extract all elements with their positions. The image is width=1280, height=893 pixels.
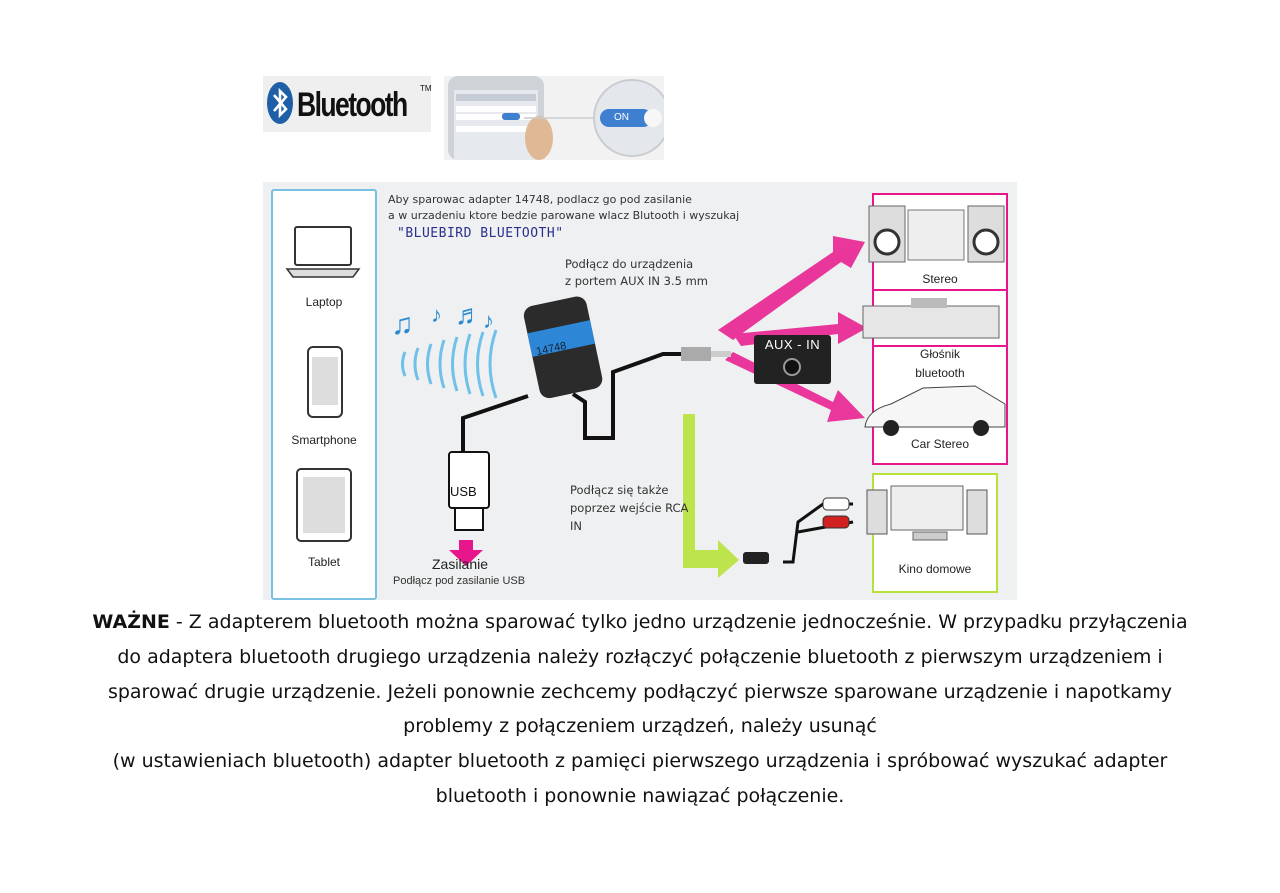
power-label: Zasilanie [432,556,489,572]
svg-text:♪: ♪ [483,308,494,333]
bluetooth-wordmark: Bluetooth [297,86,408,124]
svg-text:♬: ♬ [455,299,483,330]
output-label-speaker-2: bluetooth [915,366,965,380]
notice-line-1-text: - Z adapterem bluetooth można sparować t… [169,611,1188,633]
svg-text:♪: ♪ [431,302,442,327]
output-label-car-stereo: Car Stereo [910,437,970,451]
svg-text:♫: ♫ [391,308,414,341]
notice-line-1: WAŻNE - Z adapterem bluetooth można spar… [55,605,1225,640]
output-label-speaker: Głośnik [919,347,960,361]
rca-line-2: poprzez wejście RCA [570,501,689,515]
intro-line-2: a w urzadeniu ktore bedzie parowane wlac… [388,209,740,222]
usb-label: USB [450,484,477,499]
notice-line-4: problemy z połączeniem urządzeń, należy … [403,715,877,738]
aux-in-port [754,335,831,384]
source-label-smartphone: Smartphone [291,433,357,447]
output-label-home-cinema: Kino domowe [898,562,972,576]
important-notice: WAŻNE - Z adapterem bluetooth można spar… [55,605,1225,814]
pairing-instructions: Aby sparowac adapter 14748, podlacz go p… [388,192,739,224]
power-sublabel: Podłącz pod zasilanie USB [393,575,526,587]
notice-line-2: do adaptera bluetooth drugiego urządzeni… [117,645,1163,668]
connection-diagram: ♫ ♪ ♬ ♪ [263,182,1017,600]
output-label-stereo: Stereo [922,272,958,286]
notice-line-3: sparować drugie urządzenie. Jeżeli ponow… [107,680,1173,703]
aux-connect-note: Podłącz do urządzenia z portem AUX IN 3.… [565,256,708,290]
aux-in-label: AUX - IN [764,337,821,352]
aux-connect-line-1: Podłącz do urządzenia [565,257,694,271]
phone-bluetooth-toggle-image: ON [444,76,671,160]
aux-connect-line-2: z portem AUX IN 3.5 mm [565,274,709,288]
source-label-laptop: Laptop [305,295,343,309]
bluetooth-logo: Bluetooth TM [263,76,432,132]
notice-bold-label: WAŻNE [92,611,170,633]
source-devices-panel: Laptop Smartphone Tablet [271,189,377,600]
laptop-icon [285,226,361,278]
rca-line-3: IN [570,519,582,533]
bluetooth-icon [267,82,293,124]
intro-line-1: Aby sparowac adapter 14748, podlacz go p… [388,193,692,206]
rca-line-1: Podłącz się także [570,483,669,497]
smartphone-icon [307,346,343,418]
rca-connect-note: Podłącz się także poprzez wejście RCA IN [570,481,688,535]
notice-line-5: (w ustawieniach bluetooth) adapter bluet… [112,750,1168,773]
trademark: TM [420,84,432,93]
tablet-icon [296,468,352,542]
source-label-tablet: Tablet [307,555,341,569]
notice-line-6: bluetooth i ponownie nawiązać połączenie… [435,784,845,807]
device-name-label: "BLUEBIRD BLUETOOTH" [397,226,564,241]
toggle-state: ON [614,112,629,123]
